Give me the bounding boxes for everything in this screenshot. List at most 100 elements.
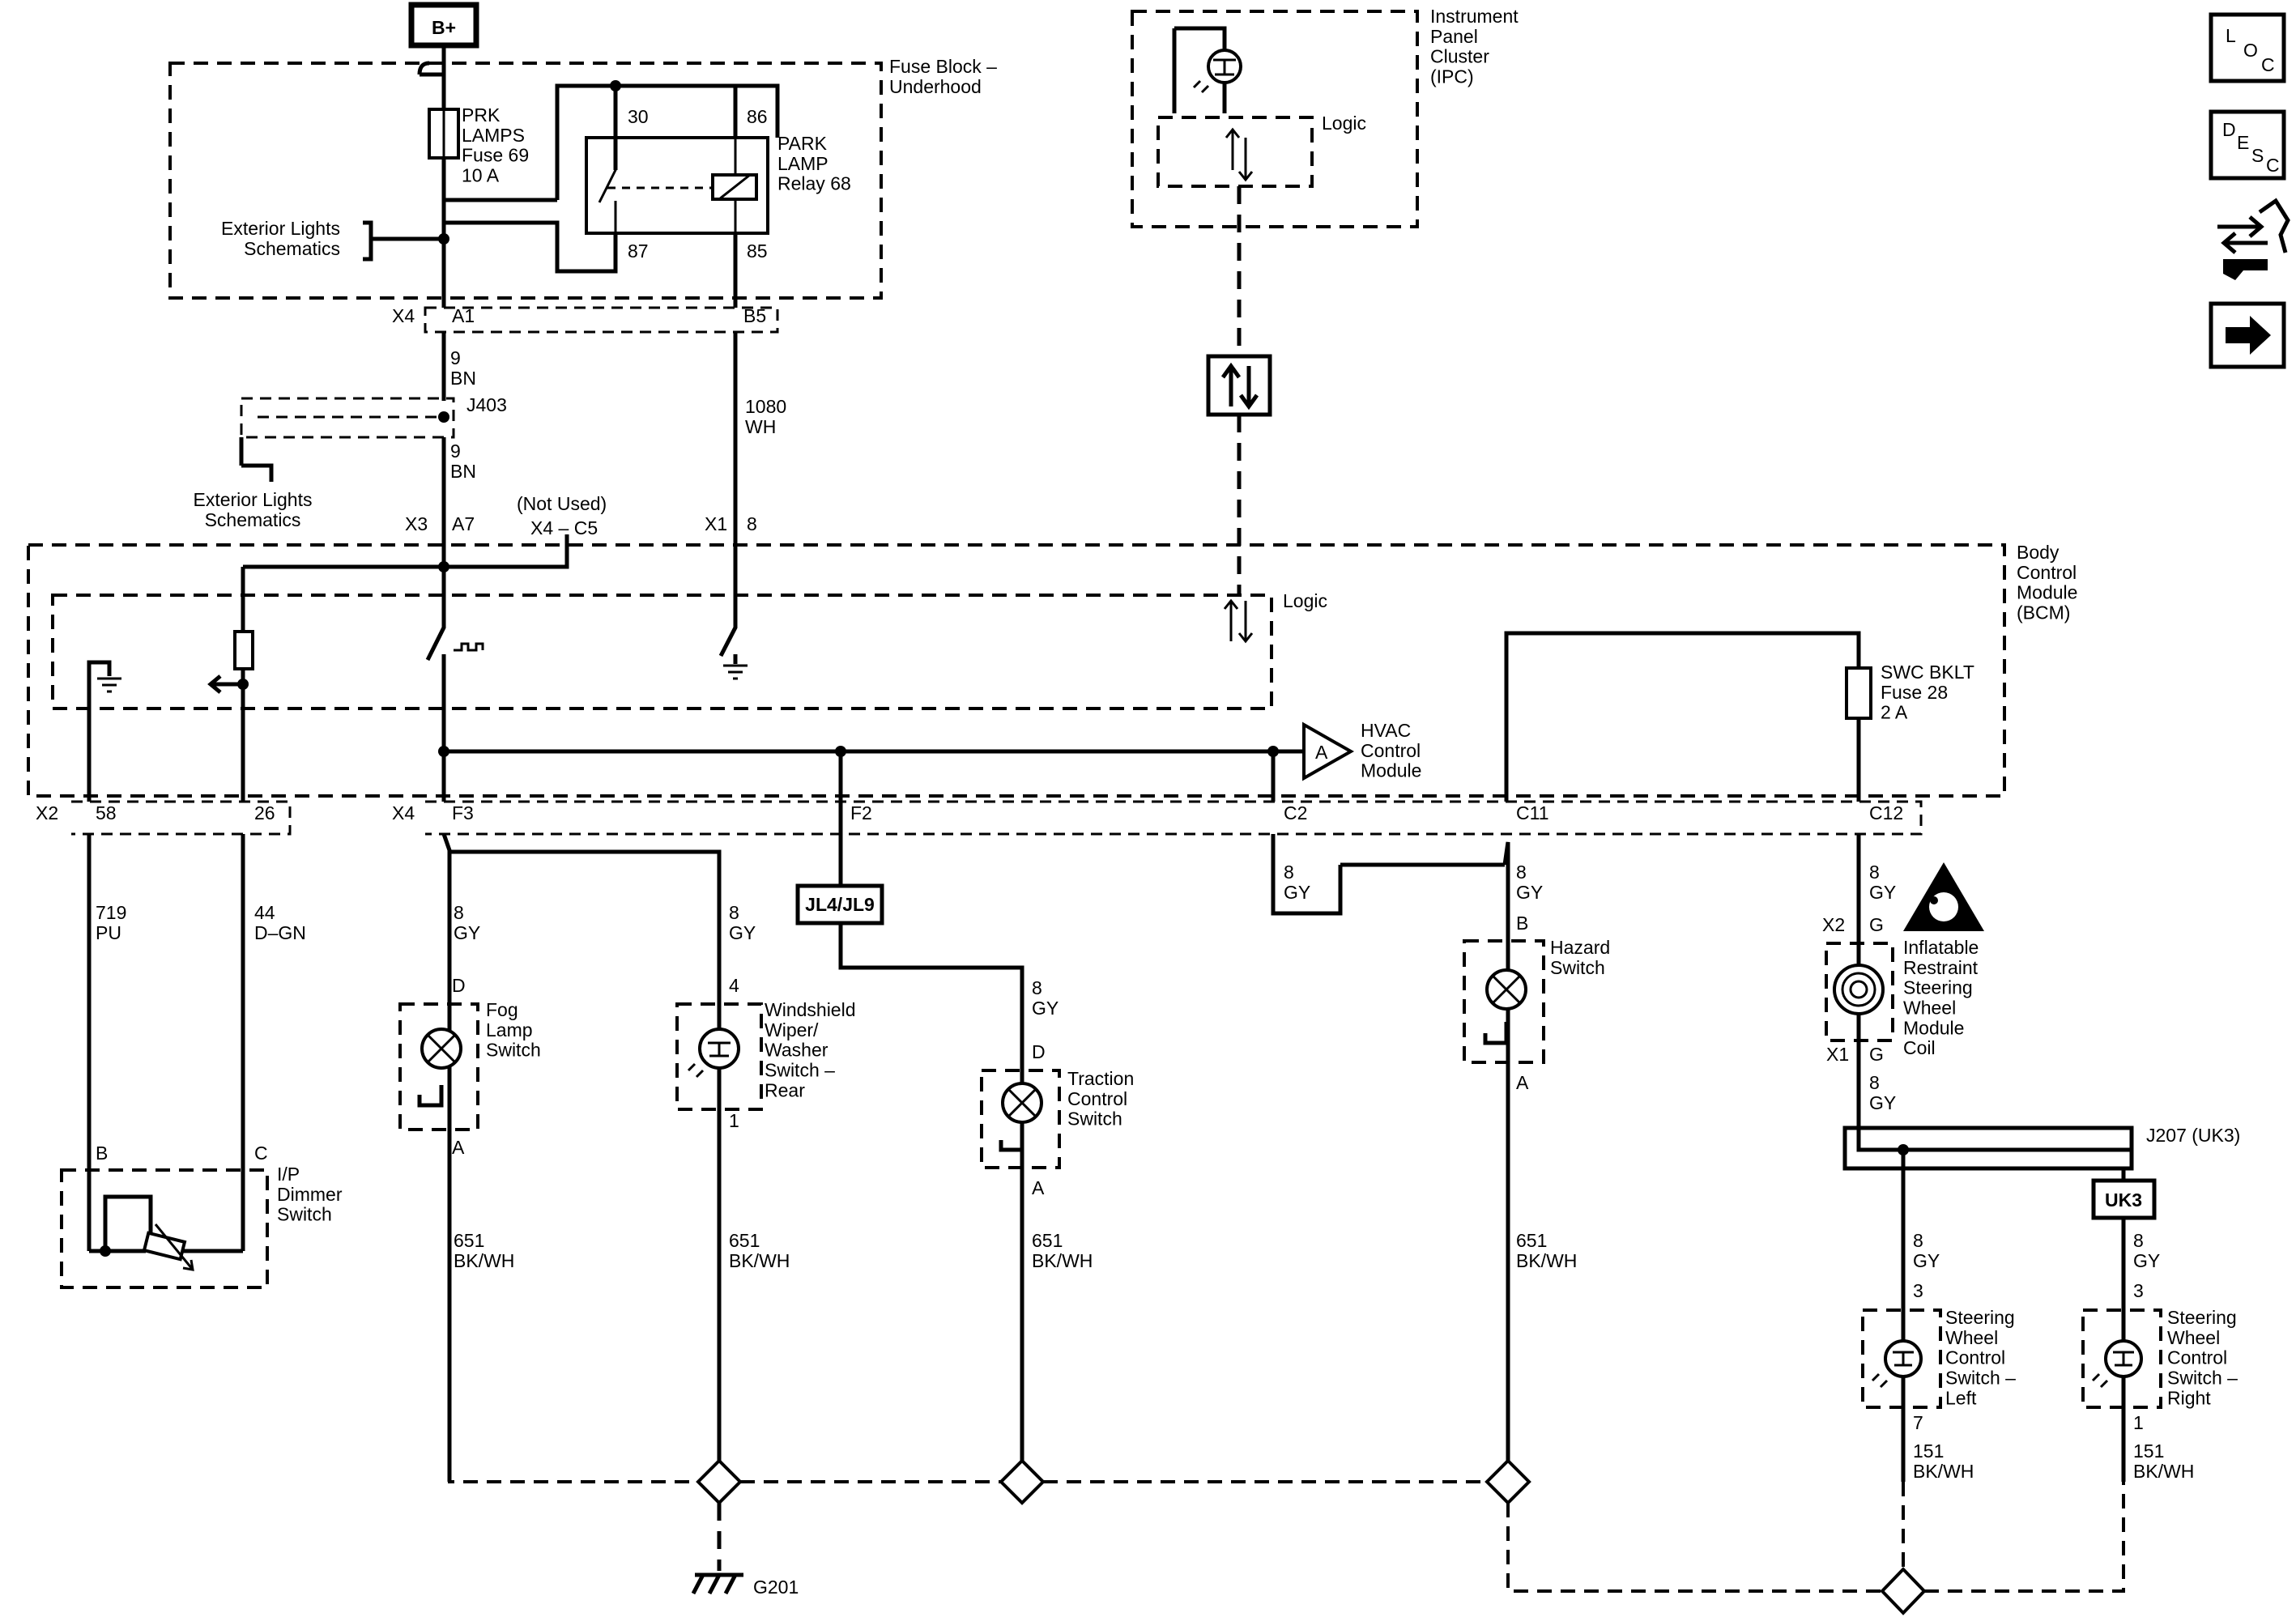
swl-pin-bot: 7 <box>1913 1412 1923 1433</box>
coil-x1: X1 <box>1826 1044 1849 1065</box>
conn-f2: F2 <box>850 802 872 823</box>
battery-positive: B+ <box>408 2 479 49</box>
fog-pin-bot: A <box>452 1137 465 1158</box>
conn-x2: X2 <box>36 802 58 823</box>
conn-x1: X1 <box>705 513 727 534</box>
hvac-letter: A <box>1315 742 1328 763</box>
desc-e: E <box>2237 132 2249 153</box>
ground-g201: G201 <box>691 1572 799 1598</box>
coil-x2: X2 <box>1822 914 1845 935</box>
ipc-logic: Logic <box>1322 113 1366 134</box>
conn-26: 26 <box>254 802 275 823</box>
conn-b5: B5 <box>743 305 766 326</box>
swr-pin-top: 3 <box>2133 1280 2144 1301</box>
conn-x3: X3 <box>405 513 428 534</box>
conn-f3: F3 <box>452 802 474 823</box>
option-uk3: UK3 <box>2091 1178 2157 1220</box>
splice-j207: J207 (UK3) <box>1842 1125 2240 1171</box>
trac-pin-bot: A <box>1032 1177 1045 1198</box>
swl-pin-top: 3 <box>1913 1280 1923 1301</box>
bcm-logic: Logic <box>1283 590 1327 611</box>
trac-pin-top: D <box>1032 1041 1046 1062</box>
wiper-pin-top: 4 <box>729 975 739 996</box>
conn-c11: C11 <box>1516 802 1549 823</box>
conn-pin-8: 8 <box>747 513 757 534</box>
fuse-block-title: Fuse Block –Underhood <box>889 56 997 97</box>
fuse-block-underhood: Fuse Block –Underhood <box>168 56 997 300</box>
loc-c: C <box>2261 54 2275 75</box>
splice-diamond-traction <box>999 1458 1046 1505</box>
swr-pin-bot: 1 <box>2133 1412 2144 1433</box>
desc-c: C <box>2266 155 2280 176</box>
connector-end-view-icon[interactable] <box>2217 198 2290 280</box>
battery-label: B+ <box>432 17 456 38</box>
haz-pin-bot: A <box>1516 1072 1529 1093</box>
conn-not-used: (Not Used) <box>517 493 607 514</box>
next-arrow-icon[interactable] <box>2209 301 2286 369</box>
ground-label: G201 <box>753 1577 799 1598</box>
conn-58: 58 <box>96 802 117 823</box>
splice-diamond-swc <box>1880 1567 1927 1615</box>
splice-j403-label: J403 <box>466 394 507 415</box>
splice-j403: J403 <box>240 394 507 439</box>
option-jl-label: JL4/JL9 <box>805 894 875 915</box>
conn-c2: C2 <box>1284 802 1307 823</box>
loc-icon[interactable]: L O C <box>2209 12 2286 83</box>
connector-row-bcm-bottom: X2 58 26 X4 F3 F2 C2 C11 C12 <box>36 800 1923 836</box>
option-jl4-jl9: JL4/JL9 <box>795 883 884 926</box>
airbag-warning-icon <box>1903 862 1984 931</box>
wiper-pin-bot: 1 <box>729 1110 739 1131</box>
relay-pin-85: 85 <box>747 240 768 262</box>
coil-g-top: G <box>1869 914 1884 935</box>
haz-pin-top: B <box>1516 913 1528 934</box>
desc-icon[interactable]: D E S C <box>2209 109 2286 181</box>
conn-a1: A1 <box>452 305 475 326</box>
coil-g-bot: G <box>1869 1044 1884 1065</box>
